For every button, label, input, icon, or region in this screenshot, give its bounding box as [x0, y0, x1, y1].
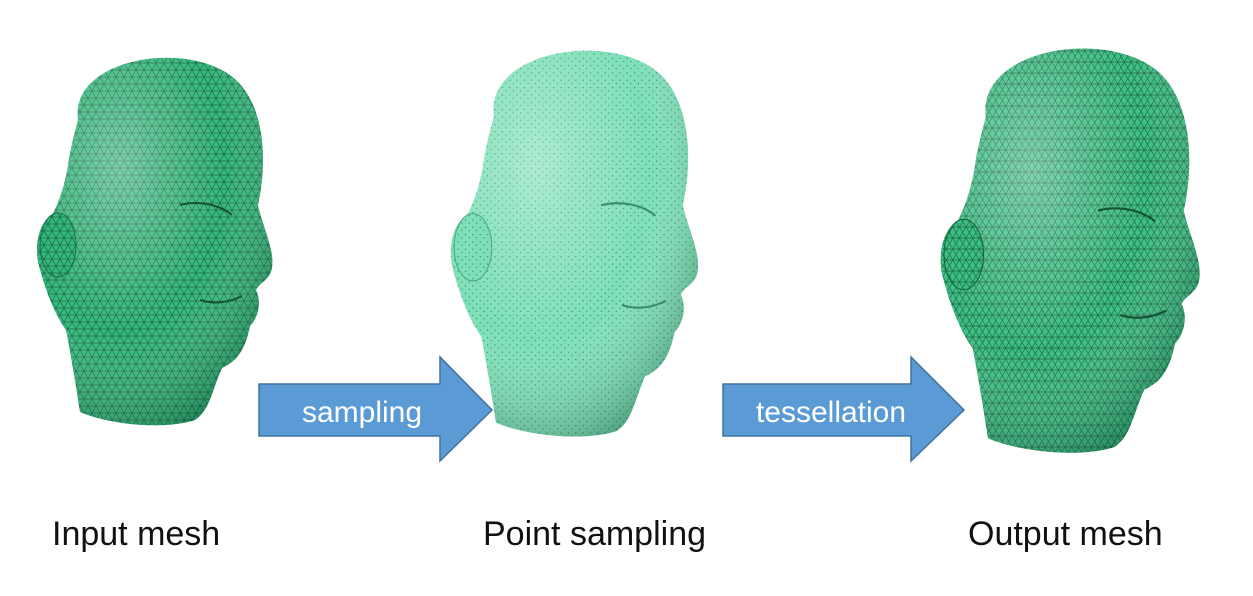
output-mesh-caption: Output mesh — [968, 515, 1163, 553]
point-sampling-head-icon — [450, 50, 699, 437]
tessellation-arrow: tessellation — [722, 355, 966, 463]
input-mesh-caption: Input mesh — [52, 515, 221, 553]
sampling-arrow-label: sampling — [302, 396, 422, 429]
input-mesh-head-icon — [36, 57, 273, 426]
sampling-arrow: sampling — [258, 355, 494, 463]
tessellation-arrow-label: tessellation — [756, 396, 906, 429]
point-sampling-caption: Point sampling — [483, 515, 707, 553]
output-mesh-head-icon — [940, 48, 1200, 453]
